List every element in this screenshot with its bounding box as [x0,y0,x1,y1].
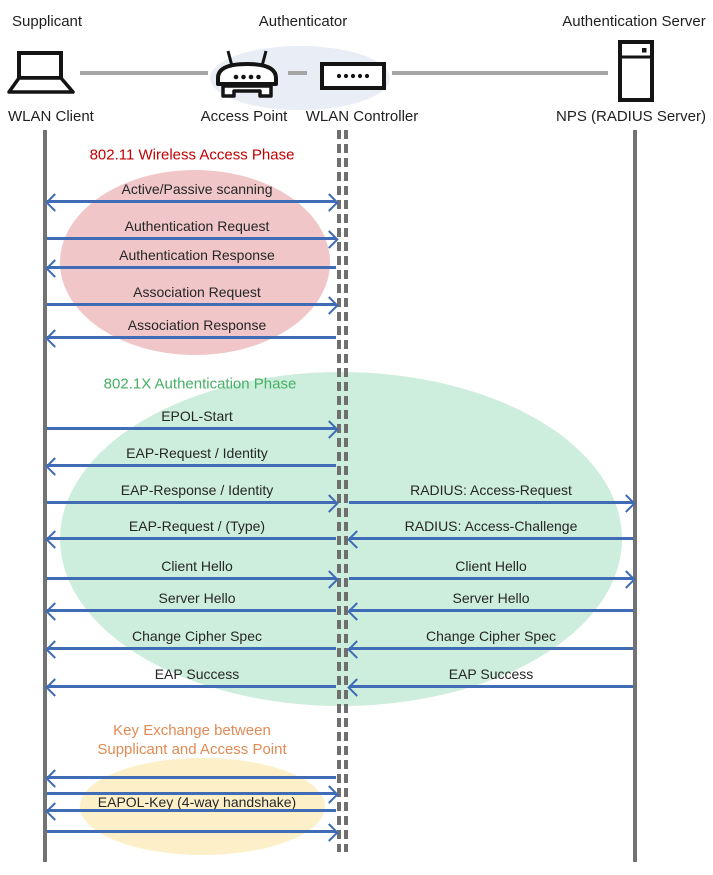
message-arrow-line [47,685,336,688]
message-arrow-line [47,464,336,467]
message-label: RADIUS: Access-Challenge [404,518,578,534]
message-arrow-line [349,501,633,504]
role-label-authenticator: Authenticator [258,13,348,30]
message-label: Authentication Request [124,218,270,234]
message-label: EAP-Response / Identity [120,482,274,498]
message-label: Authentication Response [119,247,275,263]
role-label-supplicant: Supplicant [12,13,83,30]
message-arrow-line [349,577,633,580]
message-arrow-line [47,200,336,203]
phase1-title: 802.11 Wireless Access Phase [89,146,295,164]
message-label: Active/Passive scanning [121,181,273,197]
arrowhead-right [320,296,339,315]
message-arrow-line [47,577,336,580]
phase3-title-line2: Supplicant and Access Point [97,741,287,758]
phase3-title-line1: Key Exchange between [113,722,271,739]
wlan-controller-icon [320,62,386,95]
arrowhead-left [45,802,64,821]
connector-wlc-server [392,71,608,75]
message-arrow-line [349,537,633,540]
message-arrow-line [349,647,633,650]
arrowhead-right [320,823,339,842]
access-point-icon [211,48,283,107]
message-arrow-line [47,647,336,650]
server-lifeline [633,130,637,862]
laptop-icon [6,50,76,101]
message-arrow-line [349,609,633,612]
message-label: Client Hello [455,558,527,574]
arrowhead-left [45,602,64,621]
phase3-ellipse [80,758,325,855]
message-arrow-line [47,830,336,833]
arrowhead-left [45,193,64,212]
message-label: Association Response [127,317,267,333]
message-label: Server Hello [158,590,236,606]
phase3-title: Key Exchange between Supplicant and Acce… [97,721,286,759]
message-arrow-line [47,266,336,269]
message-label: EAP-Request / (Type) [128,518,266,534]
message-arrow-line [47,792,336,795]
message-arrow-line [47,427,336,430]
connector-ap-wlc-dash [288,71,307,75]
message-label: Change Cipher Spec [132,628,262,644]
arrowhead-left [45,769,64,788]
message-label: Association Request [133,284,261,300]
server-icon [618,40,654,107]
phase2-title: 802.1X Authentication Phase [103,375,297,393]
authenticator-lifeline-right [344,130,348,852]
message-arrow-line [47,303,336,306]
supplicant-lifeline [43,130,47,862]
message-label: RADIUS: Access-Request [410,482,572,498]
message-arrow-line [47,336,336,339]
message-label: EPOL-Start [161,408,233,424]
node-label-access-point: Access Point [200,108,288,125]
message-label: EAP Success [448,666,534,682]
message-arrow-line [47,776,336,779]
arrowhead-left [45,640,64,659]
arrowhead-left [45,329,64,348]
message-label: EAP-Request / Identity [126,445,268,461]
message-arrow-line [47,537,336,540]
message-label: EAPOL-Key (4-way handshake) [97,794,297,810]
message-label: EAP Success [154,666,240,682]
node-label-wlan-client: WLAN Client [8,108,94,125]
message-label: Change Cipher Spec [426,628,556,644]
connector-client-ap [80,71,208,75]
message-arrow-line [47,237,336,240]
role-label-authentication-server: Authentication Server [562,13,706,30]
message-arrow-line [349,685,633,688]
authenticator-lifeline-left [337,130,341,852]
arrowhead-left [45,457,64,476]
arrowhead-left [45,678,64,697]
message-arrow-line [47,501,336,504]
message-arrow-line [47,809,336,812]
message-arrow-line [47,609,336,612]
message-label: Client Hello [161,558,233,574]
node-label-nps-radius-server: NPS (RADIUS Server) [555,108,707,125]
arrowhead-right [320,193,339,212]
message-label: Server Hello [452,590,530,606]
node-label-wlan-controller: WLAN Controller [305,108,419,125]
